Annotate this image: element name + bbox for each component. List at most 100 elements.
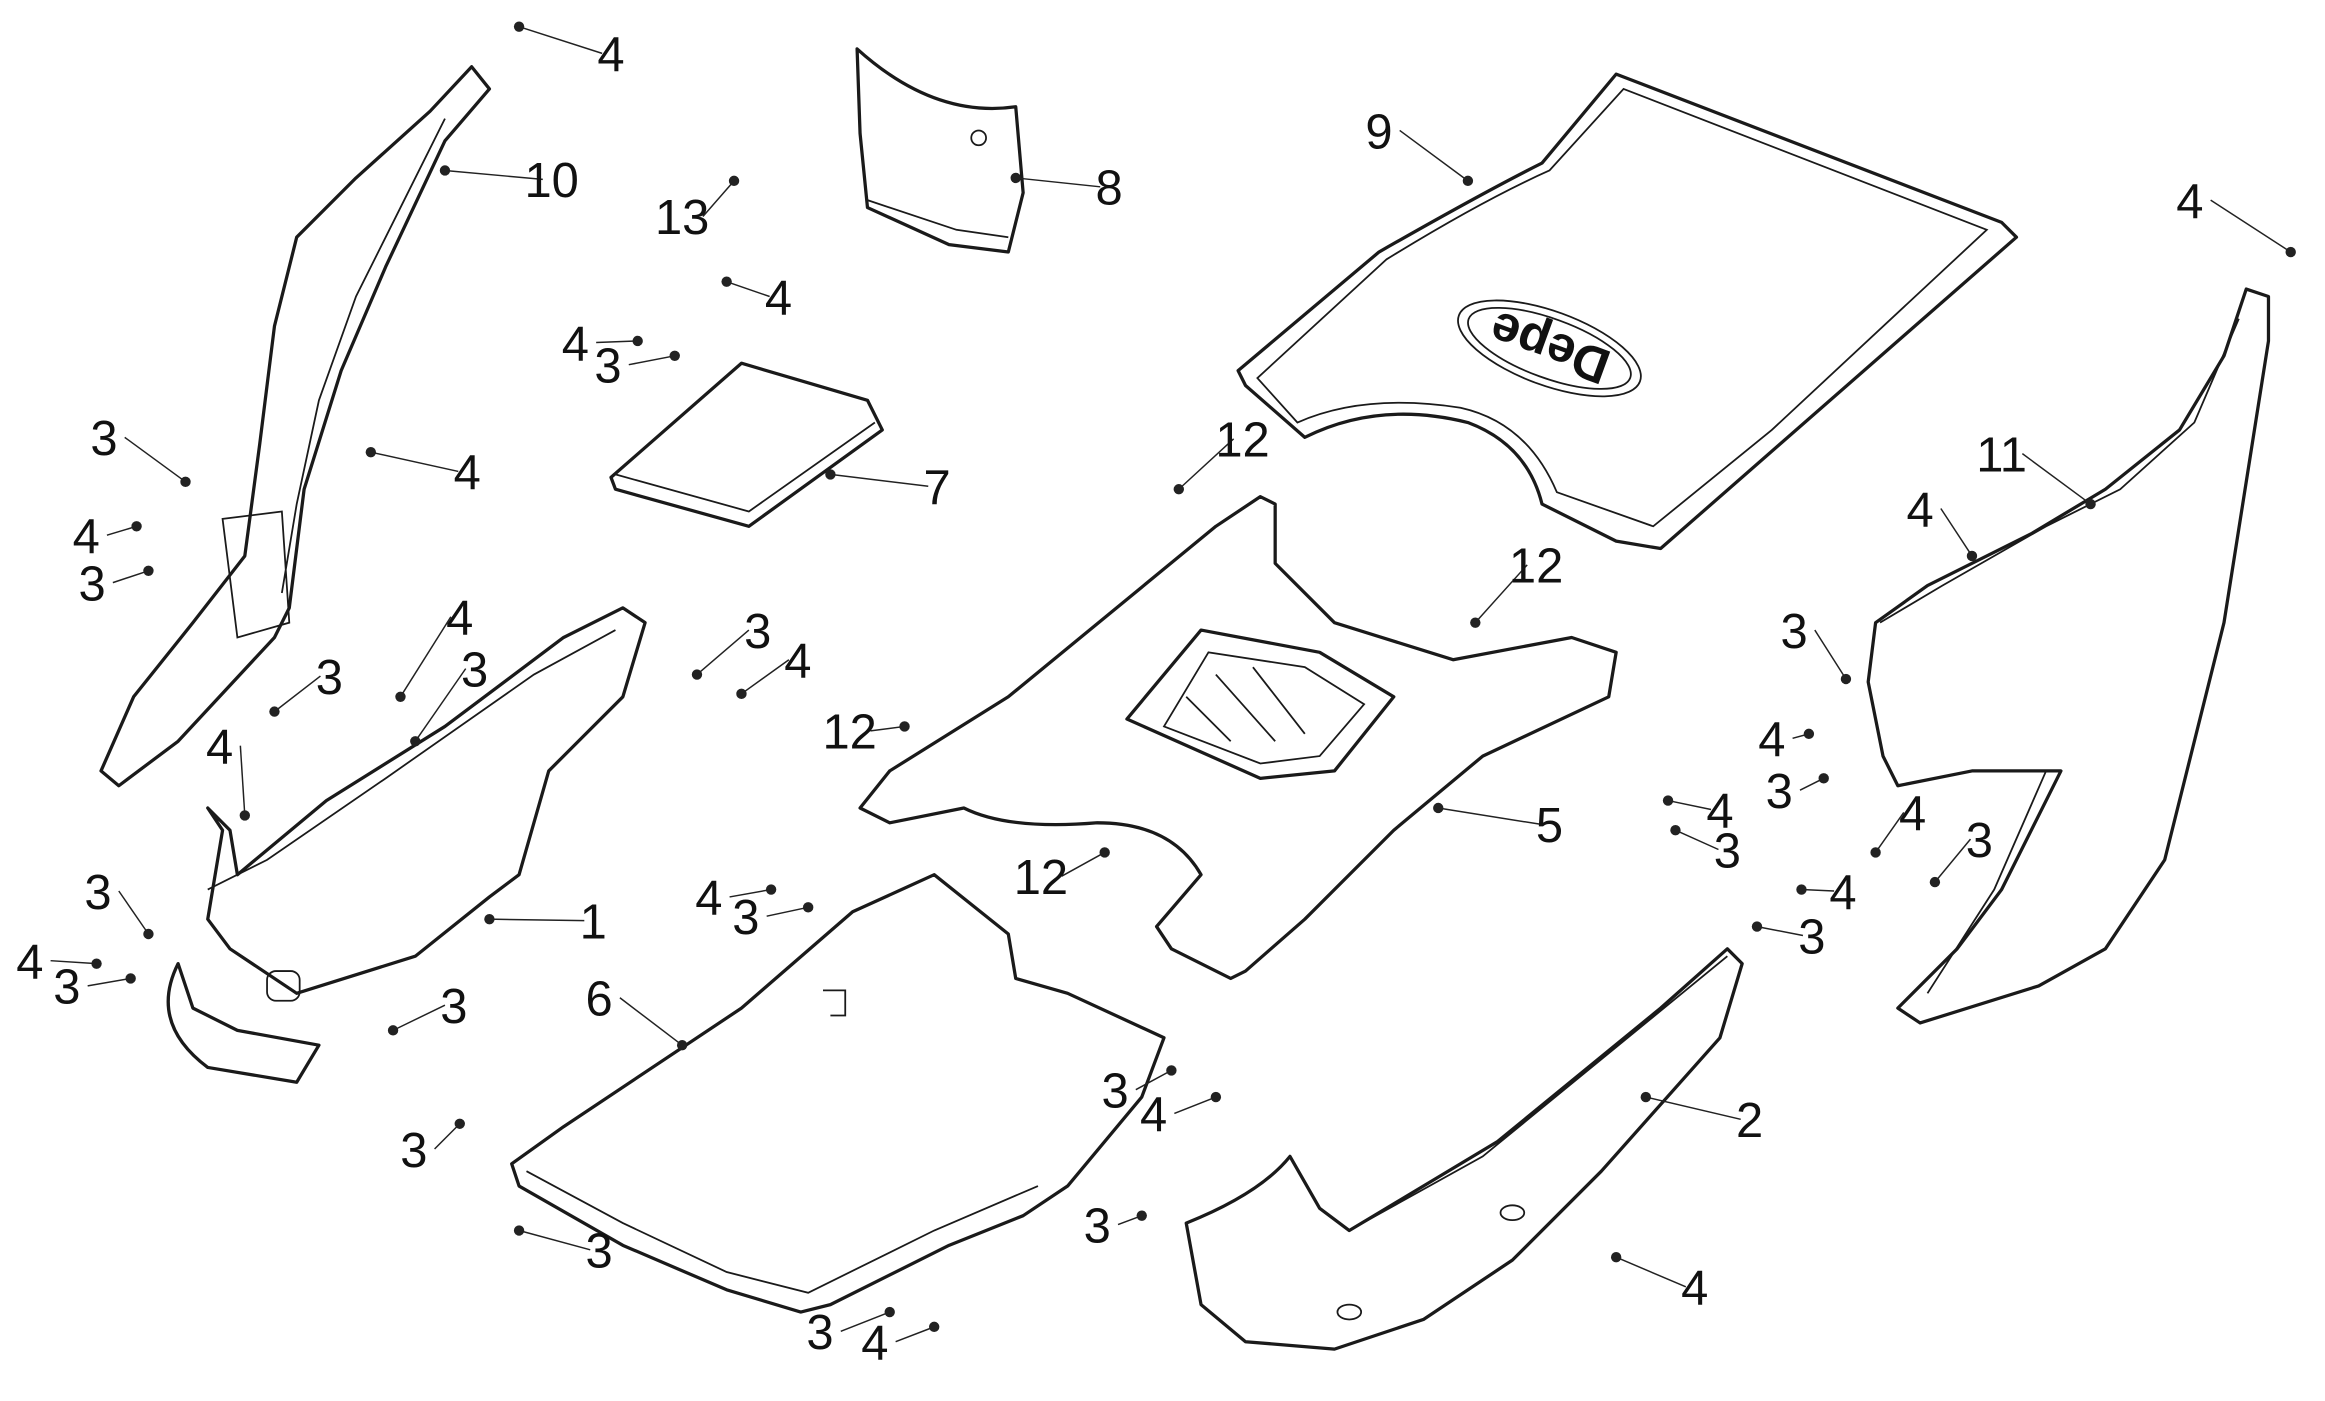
leader-line (1615, 1256, 1687, 1288)
leader-line (729, 888, 772, 898)
part-number-callout: 4 (1829, 866, 1856, 920)
part-8-cover (855, 47, 1025, 254)
part-number-callout: 3 (461, 643, 488, 697)
leader-line (392, 1004, 446, 1032)
leader-line (1675, 829, 1719, 851)
fastener-icon (513, 21, 525, 32)
leader-line (1934, 838, 1972, 883)
part-number-callout: 3 (732, 891, 759, 945)
leader-line (444, 169, 543, 181)
fastener-icon (1751, 921, 1763, 932)
leader-line (1874, 812, 1905, 853)
part-number-callout: 1 (580, 895, 607, 949)
part-number-callout: 8 (1096, 162, 1123, 216)
leader-line (830, 473, 929, 488)
part-number-callout: 12 (822, 706, 876, 760)
fastener-icon (180, 476, 191, 488)
leader-line (1667, 799, 1712, 811)
part-number-callout: 4 (1906, 483, 1933, 537)
leader-line (1399, 129, 1469, 182)
part-number-callout: 3 (1966, 814, 1993, 868)
part-number-callout: 10 (524, 154, 578, 208)
leader-line (741, 659, 790, 695)
fastener-icon (1610, 1252, 1622, 1263)
fastener-icon (2085, 498, 2096, 510)
part-number-callout: 3 (90, 412, 117, 466)
part-number-callout: 3 (1766, 765, 1793, 819)
fastener-icon (143, 565, 154, 576)
leader-line (1174, 1096, 1217, 1115)
fastener-icon (131, 521, 142, 532)
fastener-icon (454, 1118, 465, 1129)
part-6-under-tray (510, 873, 1166, 1314)
part-number-callout: 3 (1101, 1064, 1128, 1118)
part-number-callout: 3 (1084, 1199, 1111, 1253)
leader-line (370, 451, 459, 473)
part-number-callout: 3 (440, 980, 467, 1034)
leader-line (726, 280, 770, 298)
fastener-icon (899, 721, 910, 732)
leader-line (1756, 925, 1804, 937)
part-number-callout: 9 (1365, 105, 1392, 159)
fastener-icon (721, 276, 732, 287)
fastener-icon (691, 669, 703, 680)
fastener-icon (239, 810, 250, 821)
part-5-floor-frame (858, 495, 1618, 981)
part-number-callout: 3 (53, 961, 80, 1015)
leader-line (1061, 851, 1106, 877)
part-number-callout: 4 (562, 317, 589, 371)
part-number-callout: 4 (1899, 787, 1926, 841)
leader-line (766, 906, 809, 917)
leader-line (124, 436, 186, 483)
leader-line (518, 25, 603, 55)
leader-line (696, 629, 750, 676)
part-number-callout: 2 (1736, 1094, 1763, 1148)
part-number-callout: 5 (1536, 799, 1563, 853)
leader-line (434, 1123, 461, 1150)
part-number-callout: 3 (400, 1124, 427, 1178)
fastener-icon (439, 165, 451, 176)
fastener-icon (269, 706, 280, 717)
leader-line (619, 997, 683, 1046)
part-number-callout: 12 (1014, 851, 1068, 905)
part-9-floor-mat: Depe (1236, 72, 2019, 551)
part-number-callout: 3 (1798, 910, 1825, 964)
fastener-icon (1966, 550, 1978, 562)
part-number-callout: 4 (1681, 1262, 1708, 1316)
part-number-callout: 11 (1976, 428, 2027, 482)
leader-line (1474, 564, 1528, 624)
part-number-callout: 4 (1758, 713, 1785, 767)
part-number-callout: 4 (1140, 1088, 1167, 1142)
fastener-icon (669, 350, 680, 361)
part-number-callout: 7 (924, 461, 951, 515)
fastener-icon (1166, 1065, 1177, 1076)
fastener-icon (825, 469, 836, 480)
fastener-icon (1099, 847, 1110, 858)
part-number-callout: 3 (316, 651, 343, 705)
fastener-icon (929, 1321, 940, 1333)
part-1-left-side-rail (166, 606, 647, 1084)
leader-line (1801, 888, 1835, 892)
leader-line (399, 616, 452, 698)
part-number-callout: 3 (79, 557, 106, 611)
part-number-callout: 4 (2176, 175, 2203, 229)
part-number-callout: 4 (695, 872, 722, 926)
leader-line (702, 180, 735, 217)
fastener-icon (736, 688, 747, 700)
fastener-icon (728, 175, 740, 187)
fastener-icon (410, 736, 421, 747)
part-number-callout: 3 (806, 1306, 833, 1360)
part-number-callout: 4 (784, 635, 811, 689)
leader-line (1178, 438, 1235, 490)
part-number-callout: 3 (1714, 824, 1741, 878)
part-number-callout: 4 (16, 935, 43, 989)
leader-line (596, 340, 638, 344)
fastener-icon (765, 884, 777, 895)
fastener-icon (1173, 484, 1184, 495)
part-number-callout: 4 (861, 1316, 888, 1370)
part-number-callout: 3 (1780, 605, 1807, 659)
leader-line (112, 570, 149, 584)
part-11-right-front-panel (1866, 287, 2271, 1025)
